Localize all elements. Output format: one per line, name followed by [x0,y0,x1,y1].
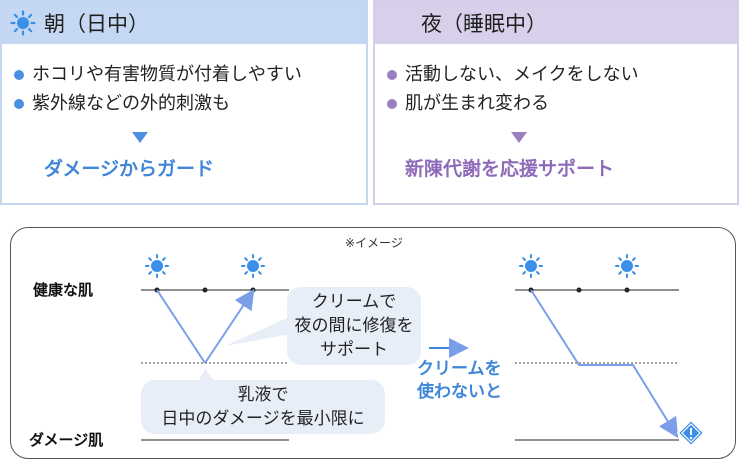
skin-condition-diagram: ※イメージ [10,227,736,459]
moon-icon [197,257,213,274]
time-dot [624,287,630,293]
no-cream-label: クリームを 使わないと [417,359,502,402]
day-bullet-list: ホコリや有害物質が付着しやすい 紫外線などの外的刺激も [2,60,366,118]
time-dot [576,287,582,293]
list-item: 活動しない、メイクをしない [387,60,737,89]
moon-icon [389,13,407,32]
day-result: ダメージからガード [44,158,215,180]
bullet-dot [14,69,24,80]
cream-bubble: クリームで 夜の間に修復を サポート [287,287,421,365]
day-title: 朝（日中） [44,12,149,36]
warning-icon [676,418,706,448]
sun-icon [145,254,169,278]
healthy-skin-label: 健康な肌 [33,281,94,299]
damage-trend-line [156,289,206,364]
night-title: 夜（睡眠中） [421,12,547,36]
no-cream-trend-line [530,289,679,439]
sun-icon [615,254,639,278]
cream-bubble-pointer [225,316,291,346]
list-item: 紫外線などの外的刺激も [14,89,366,118]
sun-icon [241,254,265,278]
time-dot [202,287,208,293]
list-item: ホコリや有害物質が付着しやすい [14,60,366,89]
recovery-arrow [204,289,255,364]
bullet-dot [14,98,24,109]
moon-icon [571,257,587,274]
damaged-skin-label: ダメージ肌 [29,431,104,449]
image-note: ※イメージ [345,236,403,250]
bullet-dot [387,69,397,80]
sun-icon [519,254,543,278]
bullet-dot [387,98,397,109]
diagram-lines [141,254,706,448]
time-dot [250,287,256,293]
list-item: 肌が生まれ変わる [387,89,737,118]
night-panel: 夜（睡眠中） 活動しない、メイクをしない 肌が生まれ変わる 新陳代謝を応援サポー… [373,0,739,205]
down-arrow-icon [511,132,527,143]
down-arrow-icon [132,132,148,143]
lotion-bubble: 乳液で 日中のダメージを最小限に [141,380,385,434]
night-result: 新陳代謝を応援サポート [405,158,615,180]
night-panel-header: 夜（睡眠中） [375,2,737,44]
day-panel-header: 朝（日中） [2,2,366,44]
night-bullet-list: 活動しない、メイクをしない 肌が生まれ変わる [375,60,737,118]
day-panel: 朝（日中） ホコリや有害物質が付着しやすい 紫外線などの外的刺激も ダメージから… [0,0,368,205]
sun-icon [10,10,36,36]
